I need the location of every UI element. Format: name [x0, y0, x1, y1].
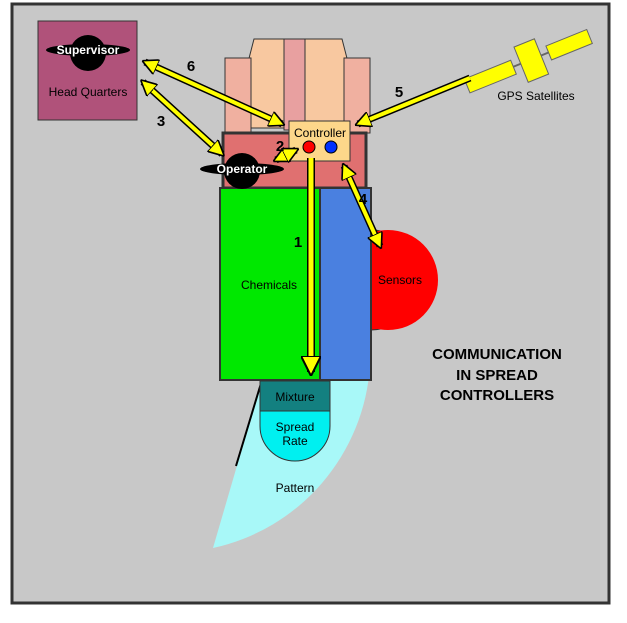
link-label-6: 6 — [187, 58, 195, 75]
mixture-label: Mixture — [275, 390, 315, 404]
spread-rate-label-line1: Spread — [276, 420, 315, 434]
mixture-node[interactable] — [259, 380, 331, 412]
operator-label: Operator — [217, 162, 268, 176]
hopper-left-panel — [224, 57, 252, 134]
title-line-1: COMMUNICATION — [432, 346, 562, 363]
operator-figure[interactable]: Operator — [200, 153, 284, 189]
title-line-2: IN SPREAD — [456, 367, 538, 384]
supervisor-body — [46, 44, 130, 56]
link-4-arrow — [340, 166, 384, 246]
chemicals-tank[interactable] — [219, 187, 321, 381]
controller-label: Controller — [294, 126, 346, 140]
sensors-label: Sensors — [378, 273, 422, 287]
title-line-3: CONTROLLERS — [440, 387, 554, 404]
gps-satellite-icon[interactable] — [460, 19, 597, 104]
link-2-arrow — [276, 146, 296, 164]
satellite-right-strut — [540, 51, 549, 57]
link-5-arrow — [358, 74, 472, 124]
spread-rate-node[interactable] — [259, 409, 331, 462]
satellite-right-panel — [545, 28, 593, 61]
supervisor-figure[interactable]: Supervisor — [46, 35, 130, 71]
link-label-3: 3 — [157, 113, 165, 130]
headquarters-label: Head Quarters — [49, 85, 128, 99]
operator-body — [200, 163, 284, 175]
spread-rate-label-line2: Rate — [282, 434, 308, 448]
gps-label: GPS Satellites — [497, 89, 574, 103]
supervisor-label: Supervisor — [57, 43, 120, 57]
controller-red-button[interactable] — [302, 140, 316, 154]
link-label-2: 2 — [276, 138, 284, 155]
link-label-4: 4 — [359, 191, 368, 208]
satellite-left-strut — [512, 62, 522, 68]
link-6-arrow — [145, 58, 282, 128]
link-label-1: 1 — [294, 234, 302, 251]
tank-side-overlay — [315, 187, 372, 381]
pattern-label: Pattern — [276, 481, 315, 495]
chemicals-label: Chemicals — [241, 278, 297, 292]
pattern-edge-line — [235, 379, 263, 467]
link-label-5: 5 — [395, 84, 403, 101]
diagram-title: COMMUNICATION IN SPREAD CONTROLLERS — [432, 346, 562, 404]
controller-blue-button[interactable] — [324, 140, 338, 154]
hopper-center-strip — [283, 38, 306, 131]
